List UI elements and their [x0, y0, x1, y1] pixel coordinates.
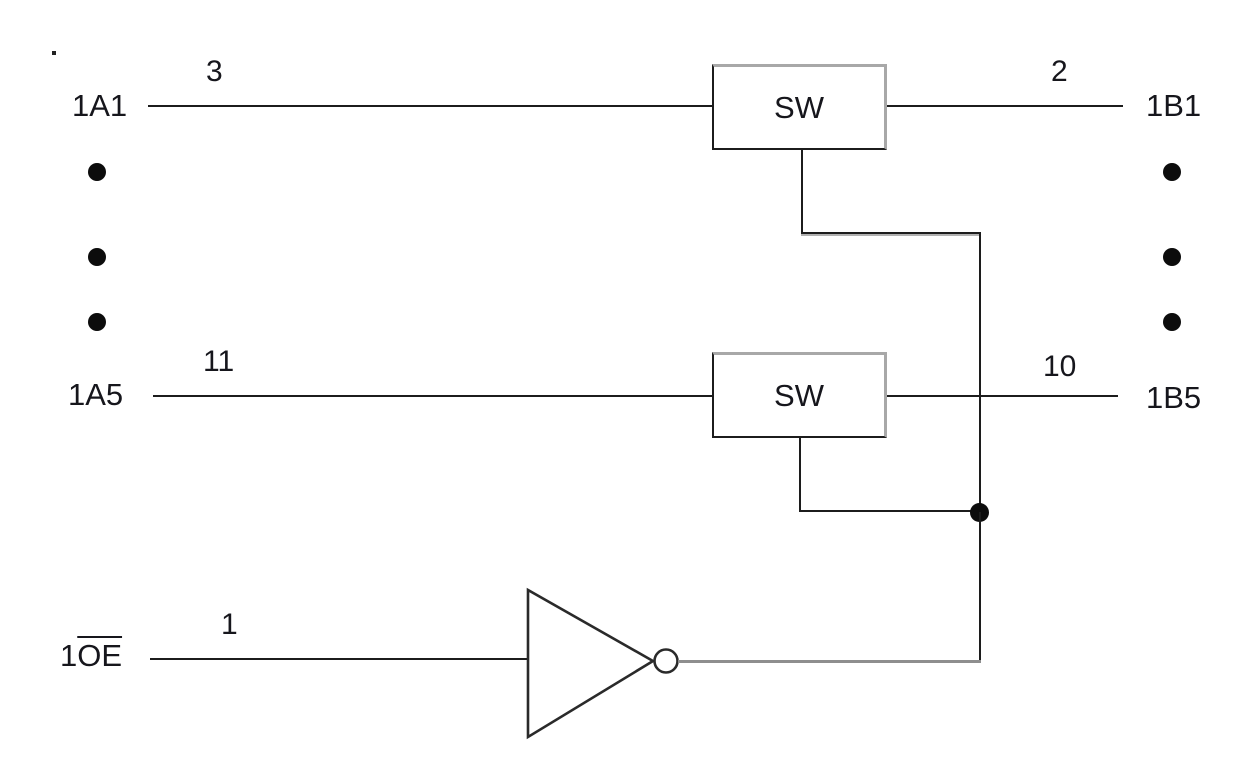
ellipsis-dot-left-1: [88, 163, 106, 181]
ellipsis-dot-left-2: [88, 248, 106, 266]
switch-box-2: SW: [712, 352, 887, 438]
pin-number-11: 11: [203, 345, 235, 378]
wire-sw2-control-across: [799, 510, 980, 512]
wire-control-bus-upper: [979, 232, 981, 513]
stray-dot: [52, 51, 56, 55]
wire-sw1-control-drop: [801, 150, 803, 234]
port-label-1b5: 1B5: [1146, 380, 1202, 415]
pin-number-2: 2: [1051, 55, 1068, 88]
wire-sw1-to-1b1: [887, 105, 1123, 107]
wire-1a1-to-sw1: [148, 105, 712, 107]
port-label-1oe: 1OE: [60, 640, 122, 671]
port-label-1a1: 1A1: [72, 88, 128, 123]
ellipsis-dot-left-3: [88, 313, 106, 331]
switch-label: SW: [774, 89, 824, 125]
ellipsis-dot-right-3: [1163, 313, 1181, 331]
pin-number-3: 3: [206, 55, 223, 88]
inverter-symbol: [526, 587, 679, 740]
port-label-1b1: 1B1: [1146, 88, 1202, 123]
port-label-1a5: 1A5: [68, 377, 124, 412]
wire-1oe-to-inverter: [150, 658, 528, 660]
wire-control-bus-lower: [979, 512, 981, 663]
wire-inverter-output: [678, 660, 981, 663]
wire-sw1-control-across: [801, 232, 981, 234]
switch-box-1: SW: [712, 64, 887, 150]
enable-prefix: 1: [60, 638, 78, 673]
wire-sw2-to-1b5: [887, 395, 1118, 397]
wire-1a5-to-sw2: [153, 395, 712, 397]
inverter-triangle: [526, 587, 656, 740]
pin-number-1: 1: [221, 608, 238, 641]
ellipsis-dot-right-2: [1163, 248, 1181, 266]
inverter-bubble-icon: [653, 648, 679, 674]
ellipsis-dot-right-1: [1163, 163, 1181, 181]
wire-sw2-control-drop: [799, 438, 801, 512]
pin-number-10: 10: [1043, 350, 1077, 383]
switch-label: SW: [774, 377, 824, 413]
enable-overlined: OE: [77, 638, 123, 673]
